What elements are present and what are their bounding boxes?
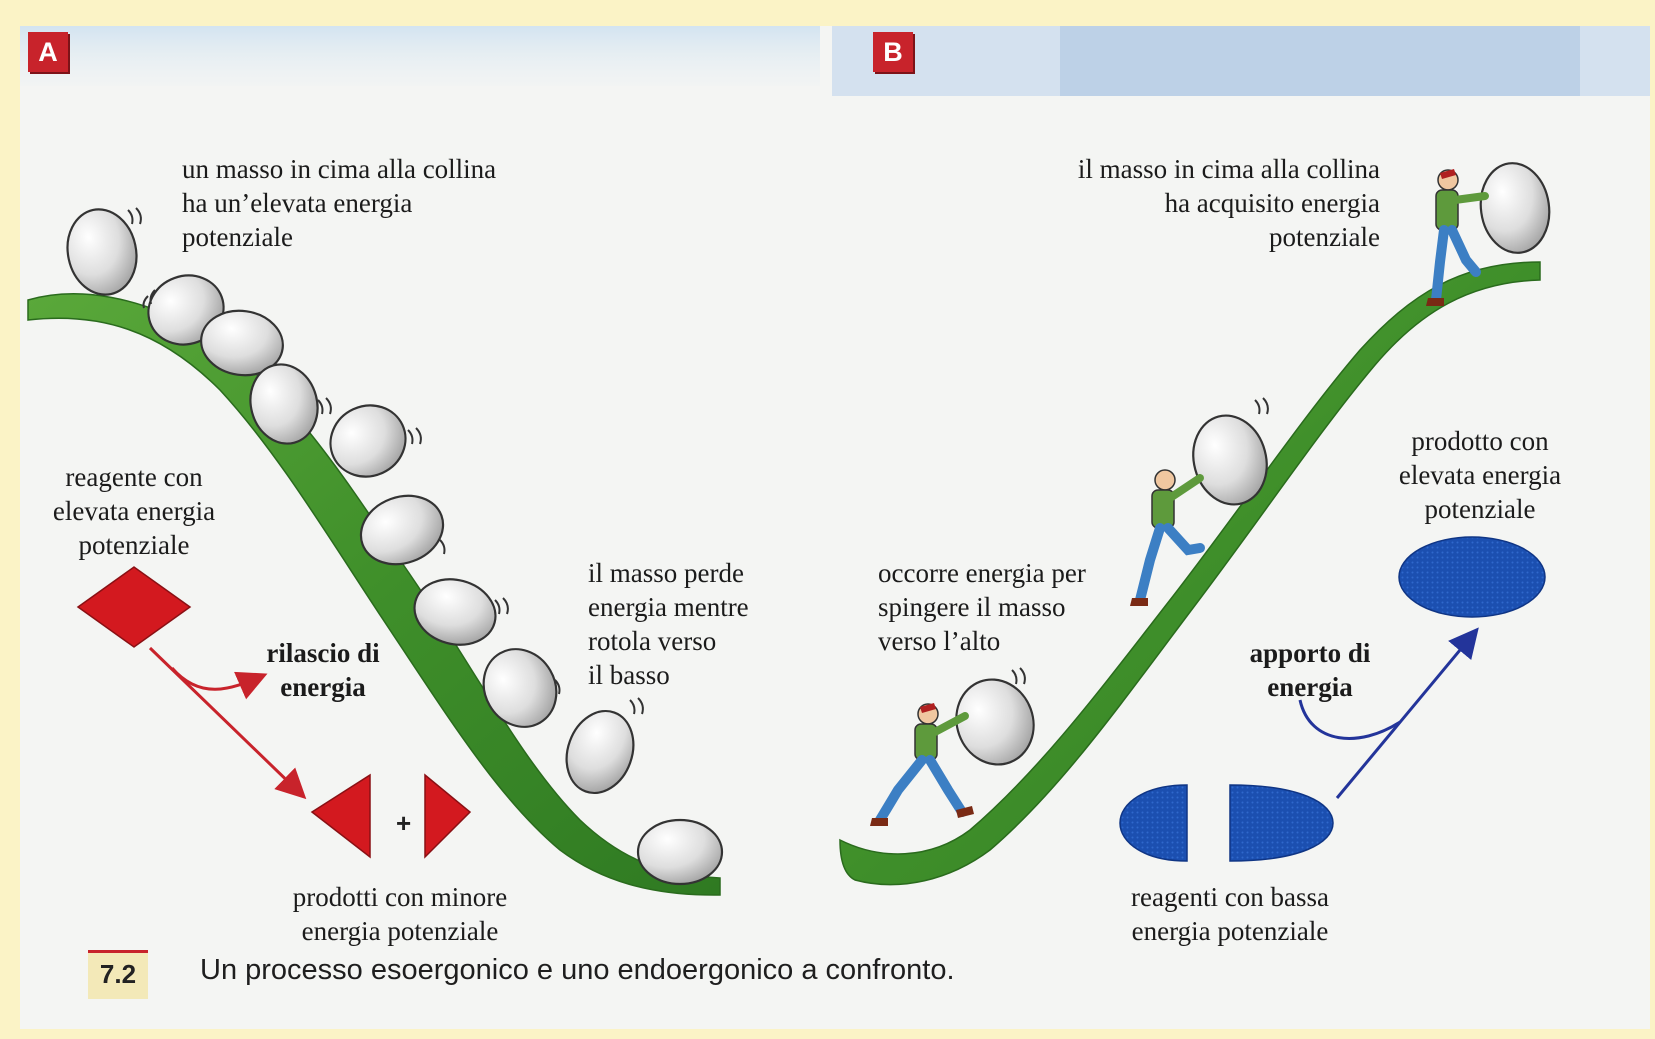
boulder-icon (359, 494, 445, 566)
label-line: energia potenziale (1131, 916, 1329, 946)
reaction-arrow-up (1335, 627, 1479, 799)
label-product-high-energy: prodotto con elevata energia potenziale (1360, 424, 1600, 526)
figure-number: 7.2 (88, 950, 148, 999)
label-line: elevata energia (52, 496, 216, 526)
label-reactant-high-energy: reagente con elevata energia potenziale (34, 460, 234, 562)
label-line: energia (280, 672, 366, 702)
label-line: energia mentre (588, 592, 749, 622)
label-line: il basso (588, 660, 670, 690)
label-line: rotola verso (588, 626, 717, 656)
label-line: verso l’alto (878, 626, 1001, 656)
motion-lines (127, 207, 644, 715)
boulder-icon (249, 363, 319, 445)
label-line: potenziale (78, 530, 190, 560)
label-line: ha acquisito energia (1164, 188, 1380, 218)
label-line: energia potenziale (301, 916, 499, 946)
panel-b-badge: B (873, 32, 913, 72)
plus-sign: + (396, 808, 412, 838)
label-line: potenziale (1269, 222, 1380, 252)
label-line: rilascio di (266, 638, 380, 668)
label-energy-input: apporto di energia (1230, 636, 1390, 704)
label-line: potenziale (1424, 494, 1536, 524)
hill-ascending (839, 261, 1541, 886)
energy-input-arrow (1298, 699, 1401, 740)
label-line: prodotti con minore (292, 882, 508, 912)
boulder-icon (565, 709, 635, 795)
label-line: il masso in cima alla collina (1077, 154, 1380, 184)
label-line: energia (1267, 672, 1353, 702)
label-top-hill-b: il masso in cima alla collina ha acquisi… (1020, 152, 1380, 254)
person-pushing-icon (1130, 469, 1205, 606)
reactant-half-right (1229, 784, 1334, 862)
page-area (20, 26, 1650, 1029)
label-line: il masso perde (588, 558, 744, 588)
reactant-diamond (76, 566, 192, 648)
label-line: apporto di (1249, 638, 1371, 668)
boulder-icon (482, 648, 558, 728)
label-top-hill-a: un masso in cima alla collina ha un’elev… (182, 152, 496, 254)
boulder-icon (636, 818, 724, 886)
boulder-icon (413, 578, 497, 646)
motion-lines (1011, 397, 1269, 685)
label-line: elevata energia (1398, 460, 1562, 490)
boulder-icon (1192, 414, 1268, 506)
label-line: un masso in cima alla collina (182, 154, 497, 184)
person-pushing-icon (1426, 169, 1489, 306)
label-line: spingere il masso (878, 592, 1066, 622)
label-products-low-energy: prodotti con minore energia potenziale (250, 880, 550, 948)
label-line: potenziale (182, 222, 293, 252)
caption-text: Un processo esoergonico e uno endoergoni… (200, 954, 955, 986)
person-pushing-icon (870, 703, 974, 826)
boulder-icon (955, 678, 1035, 766)
panel-a-badge: A (28, 32, 68, 72)
label-line: ha un’elevata energia (182, 188, 413, 218)
product-triangle-right (424, 773, 472, 859)
label-reactants-low-energy: reagenti con bassa energia potenziale (1090, 880, 1370, 948)
reactant-half-left (1119, 784, 1188, 862)
label-energy-release: rilascio di energia (248, 636, 398, 704)
boulder-icon (1479, 162, 1551, 254)
label-line: reagenti con bassa (1131, 882, 1329, 912)
label-line: occorre energia per (878, 558, 1086, 588)
label-energy-to-push: occorre energia per spingere il masso ve… (878, 556, 1086, 658)
boulder-icon (66, 208, 138, 296)
boulder-icon (200, 309, 284, 377)
label-rolling-down: il masso perde energia mentre rotola ver… (588, 556, 749, 692)
product-ellipse (1398, 536, 1546, 618)
boulder-icon (329, 404, 407, 478)
label-line: reagente con (65, 462, 203, 492)
energy-release-arrow (170, 667, 268, 700)
product-triangle-left (310, 773, 371, 859)
label-line: prodotto con (1411, 426, 1549, 456)
